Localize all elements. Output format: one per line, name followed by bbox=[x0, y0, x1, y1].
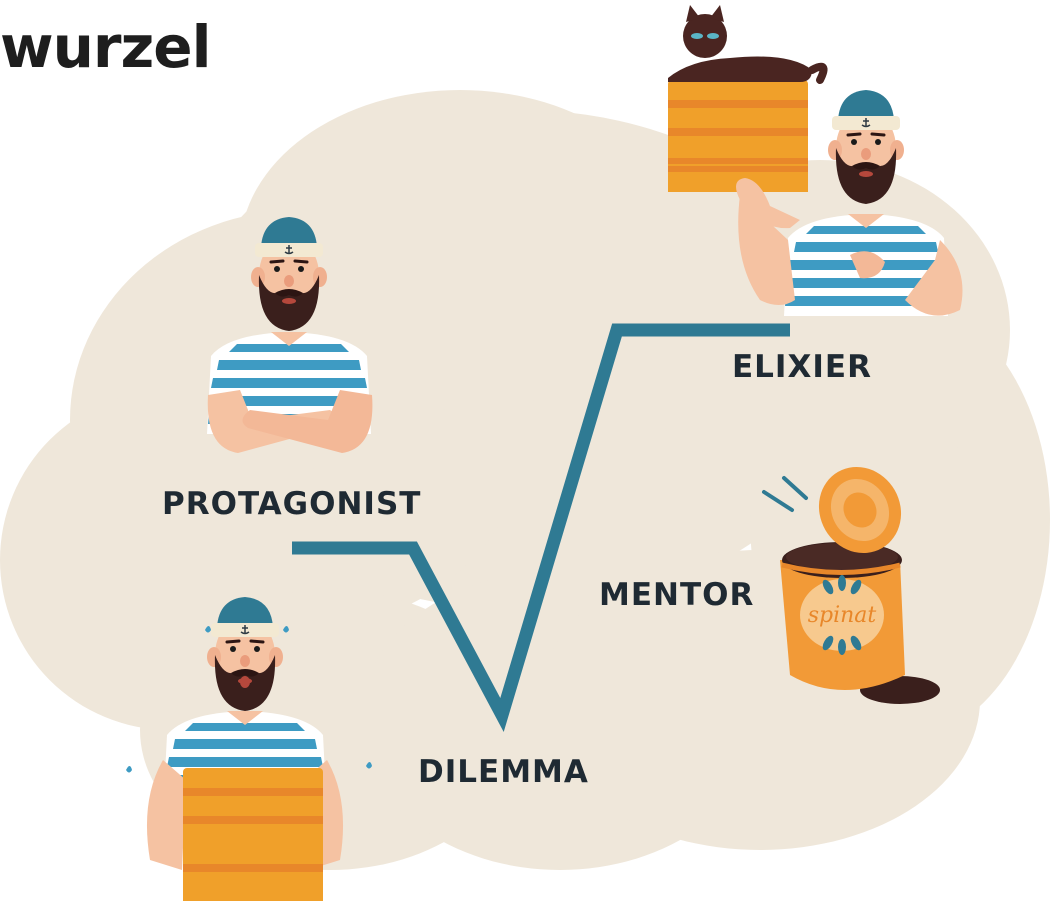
can-label: spinat bbox=[808, 603, 877, 628]
elixier-sailor-icon bbox=[736, 88, 963, 316]
elixier-crate-icon bbox=[668, 80, 808, 192]
stage-label-protagonist: PROTAGONIST bbox=[162, 486, 422, 522]
background-cloud bbox=[0, 90, 1050, 870]
protagonist-sailor-icon bbox=[207, 215, 373, 453]
page-title: wurzel bbox=[0, 13, 211, 81]
spinach-can-icon: spinat bbox=[762, 466, 940, 704]
cat-icon bbox=[668, 5, 828, 84]
stage-label-dilemma: DILEMMA bbox=[418, 754, 589, 790]
journey-path-line bbox=[292, 323, 790, 733]
stage-label-elixier: ELIXIER bbox=[732, 349, 872, 385]
dilemma-sailor-icon bbox=[126, 595, 372, 901]
stage-label-mentor: MENTOR bbox=[599, 577, 755, 613]
